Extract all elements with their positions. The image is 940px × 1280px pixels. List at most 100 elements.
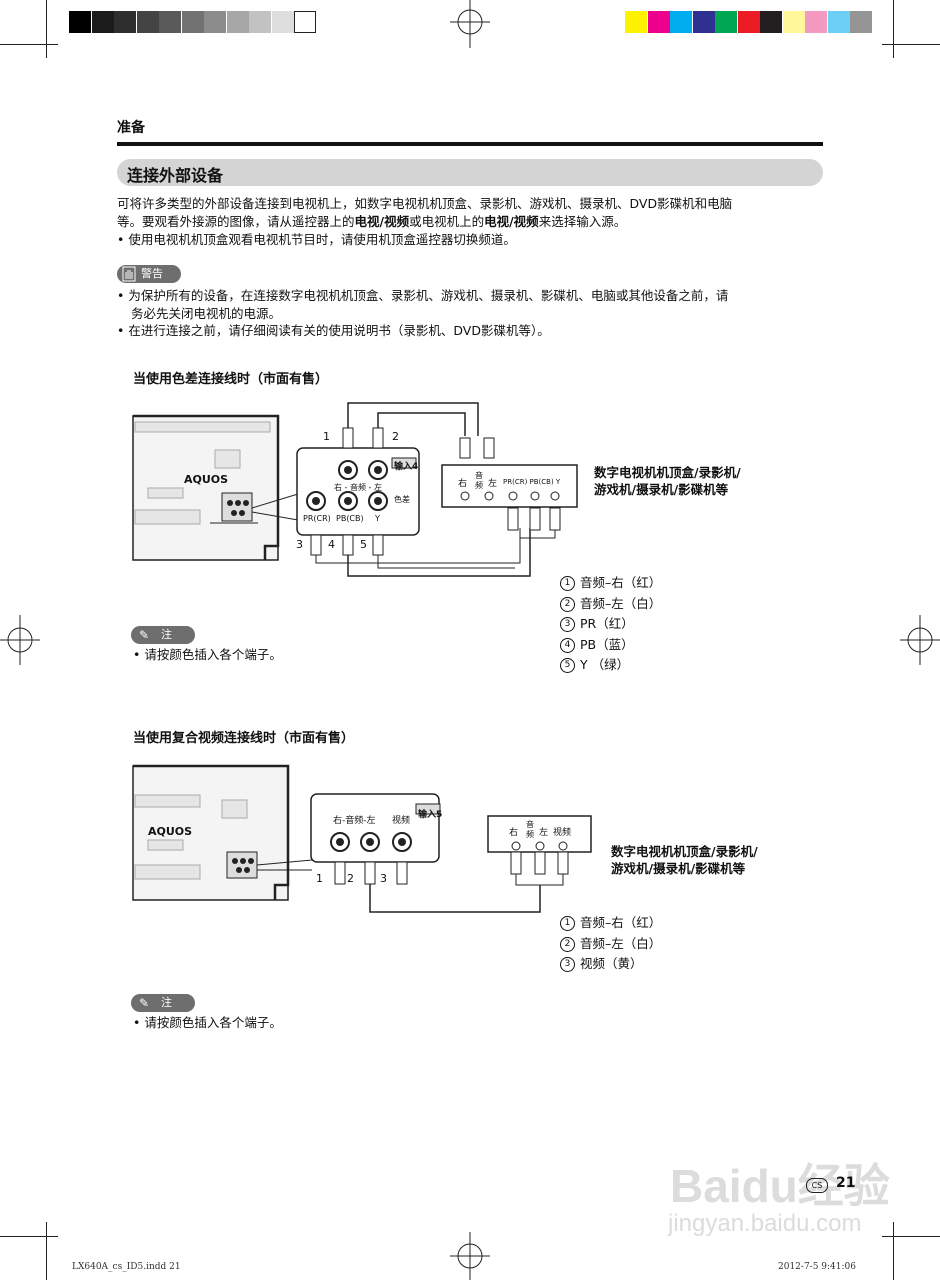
device-video-label: 视频	[553, 828, 572, 838]
intro-line-2: 等。要观看外接源的图像，请从遥控器上的电视/视频或电视机上的电视/视频来选择输入…	[117, 213, 626, 231]
gray-swatch	[249, 11, 271, 33]
panel-audio-label: 右-音频-左	[333, 816, 376, 826]
watermark-logo: Baidu经验	[670, 1160, 890, 1212]
device-audio-r: 右	[458, 479, 468, 489]
legend-text: 音频–右（红）	[580, 915, 662, 930]
cable-num-2: 2	[392, 430, 399, 443]
legend-text: Y （绿）	[580, 657, 630, 672]
crop-mark	[46, 1222, 47, 1280]
gray-swatch	[204, 11, 226, 33]
color-swatch	[760, 11, 782, 33]
legend-text: PR（红）	[580, 616, 634, 631]
legend-number: 3	[560, 957, 575, 972]
section2-heading: 当使用复合视频连接线时（市面有售）	[133, 731, 355, 746]
gray-swatch	[181, 11, 204, 33]
note-text: 请按颜色插入各个端子。	[144, 1015, 282, 1030]
intro-bullet-text: 使用电视机机顶盒观看电视机节目时，请使用机顶盒遥控器切换频道。	[128, 232, 516, 247]
panel-y-label: Y	[375, 514, 380, 523]
legend-text: 音频–右（红）	[580, 575, 662, 590]
tv-video-key: 电视/视频	[354, 214, 410, 229]
cable-num-3: 3	[296, 538, 303, 551]
panel-video-label: 视频	[392, 816, 411, 826]
tv-brand: AQUOS	[184, 473, 229, 486]
gray-swatch	[226, 11, 249, 33]
warning-badge: 警告	[117, 265, 181, 283]
cable-num-4: 4	[328, 538, 335, 551]
device-video-label: PR(CR) PB(CB) Y	[503, 478, 561, 486]
warning-bullet-1-cont: 务必先关闭电视机的电源。	[131, 306, 282, 321]
hand-icon	[122, 266, 136, 282]
gray-swatch	[271, 11, 294, 33]
color-swatch	[647, 11, 670, 33]
file-info: LX640A_cs_ID5.indd 21	[72, 1262, 181, 1272]
crop-mark	[0, 44, 58, 45]
gray-swatch	[91, 11, 114, 33]
cable-num-1: 1	[316, 872, 323, 885]
note-badge: ✎ 注	[131, 626, 195, 644]
device-label: 数字电视机机顶盒/录影机/ 游戏机/摄录机/影碟机等	[594, 464, 741, 498]
intro-text: 等。要观看外接源的图像，请从遥控器上的	[117, 214, 355, 229]
crop-mark	[0, 1236, 58, 1237]
section-header: 准备	[117, 120, 145, 136]
crop-mark	[893, 0, 894, 58]
device-audio-l: 左	[488, 479, 498, 489]
note-bullet: • 请按颜色插入各个端子。	[133, 647, 282, 662]
panel-audio-label: 右 - 音频 - 左	[334, 483, 382, 492]
legend-text: 视频（黄）	[580, 956, 643, 971]
composite-connection-diagram	[132, 764, 592, 913]
color-swatch	[625, 11, 647, 33]
legend-number: 1	[560, 576, 575, 591]
title-bar: 连接外部设备	[117, 159, 823, 186]
legend-item: 5 Y （绿）	[560, 657, 629, 673]
legend-item: 3 PR（红）	[560, 616, 634, 632]
cable-num-2: 2	[347, 872, 354, 885]
note-bullet: • 请按颜色插入各个端子。	[133, 1015, 282, 1030]
warning-text: 在进行连接之前，请仔细阅读有关的使用说明书（录影机、DVD影碟机等）。	[128, 323, 550, 338]
registration-mark-icon	[450, 1232, 490, 1280]
gray-swatch	[294, 11, 316, 33]
page-number: 21	[836, 1175, 856, 1191]
color-swatch	[850, 11, 872, 33]
device-audio-bottom: 频	[526, 830, 534, 839]
intro-text: 来选择输入源。	[538, 214, 627, 229]
legend-item: 3 视频（黄）	[560, 956, 643, 972]
panel-input-label: 输入5	[418, 810, 443, 820]
color-swatch	[692, 11, 715, 33]
note-text: 请按颜色插入各个端子。	[144, 647, 282, 662]
legend-text: PB（蓝）	[580, 636, 634, 652]
legend-text: 音频–左（白）	[580, 935, 662, 951]
timestamp: 2012-7-5 9:41:06	[778, 1262, 856, 1272]
gray-swatch	[159, 11, 181, 33]
legend-number: 5	[560, 658, 575, 673]
language-badge: CS	[806, 1178, 828, 1193]
crop-mark	[46, 0, 47, 58]
legend-item: 2 音频–左（白）	[560, 936, 661, 952]
warning-bullet-1: • 为保护所有的设备，在连接数字电视机机顶盒、录影机、游戏机、摄录机、影碟机、电…	[117, 288, 729, 303]
tv-video-key: 电视/视频	[484, 214, 539, 229]
legend-number: 3	[560, 617, 575, 632]
device-label-line: 游戏机/摄录机/影碟机等	[594, 482, 729, 497]
warning-bullet-2: • 在进行连接之前，请仔细阅读有关的使用说明书（录影机、DVD影碟机等）。	[117, 323, 550, 338]
gray-swatch	[136, 11, 159, 33]
page-title: 连接外部设备	[127, 166, 224, 185]
cable-num-5: 5	[360, 538, 367, 551]
crop-mark	[882, 44, 940, 45]
panel-side-label: 色差	[394, 495, 410, 504]
note-label: 注	[161, 996, 172, 1009]
registration-mark-icon	[900, 615, 940, 665]
intro-bullet: • 使用电视机机顶盒观看电视机节目时，请使用机顶盒遥控器切换频道。	[117, 232, 516, 247]
registration-mark-icon	[450, 0, 490, 48]
device-label: 数字电视机机顶盒/录影机/ 游戏机/摄录机/影碟机等	[611, 843, 758, 877]
color-swatch	[805, 11, 827, 33]
legend-number: 2	[560, 936, 575, 952]
legend-number: 1	[560, 916, 575, 931]
panel-input-label: 输入4	[394, 462, 419, 472]
cable-num-3: 3	[380, 872, 387, 885]
color-swatch	[715, 11, 737, 33]
color-swatch	[782, 11, 805, 33]
note-label: 注	[161, 628, 172, 641]
section1-heading: 当使用色差连接线时（市面有售）	[133, 372, 329, 387]
device-label-line: 数字电视机机顶盒/录影机/	[594, 465, 741, 480]
